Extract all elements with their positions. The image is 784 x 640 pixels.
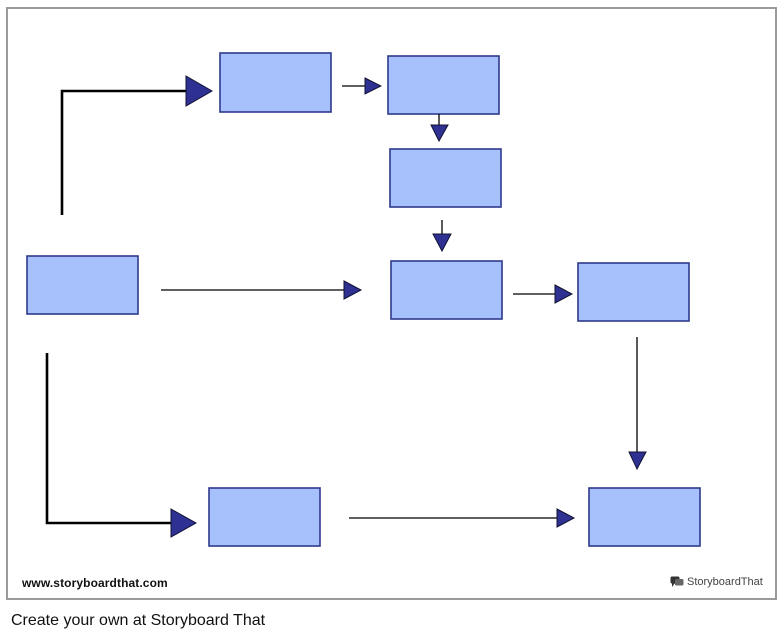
arrowhead-right-middle <box>343 280 363 300</box>
footer-url[interactable]: www.storyboardthat.com <box>22 576 168 590</box>
arrowhead-down-right <box>628 451 647 471</box>
arrowhead-down-middle <box>432 233 452 253</box>
box-upper-middle[interactable] <box>389 148 502 208</box>
arrowhead-right-top <box>364 77 383 95</box>
box-center[interactable] <box>390 260 503 320</box>
arrowhead-down-top <box>430 124 449 143</box>
brand-name: StoryboardThat <box>687 576 763 588</box>
speech-bubble-icon <box>670 576 684 587</box>
box-left[interactable] <box>26 255 139 315</box>
connector-left-to-top <box>60 89 188 215</box>
arrowhead-right-center <box>554 284 574 304</box>
arrowhead-right-large-top <box>185 75 214 107</box>
arrowhead-right-large-bottom <box>170 508 198 538</box>
box-top-left[interactable] <box>219 52 332 113</box>
page-caption[interactable]: Create your own at Storyboard That <box>11 612 266 629</box>
brand-logo[interactable]: StoryboardThat <box>670 576 763 588</box>
arrowhead-right-bottom <box>556 508 576 528</box>
box-top-right[interactable] <box>387 55 500 115</box>
box-bottom-right[interactable] <box>588 487 701 547</box>
connector-left-to-bottom <box>45 353 173 525</box>
box-bottom-left[interactable] <box>208 487 321 547</box>
box-right[interactable] <box>577 262 690 322</box>
